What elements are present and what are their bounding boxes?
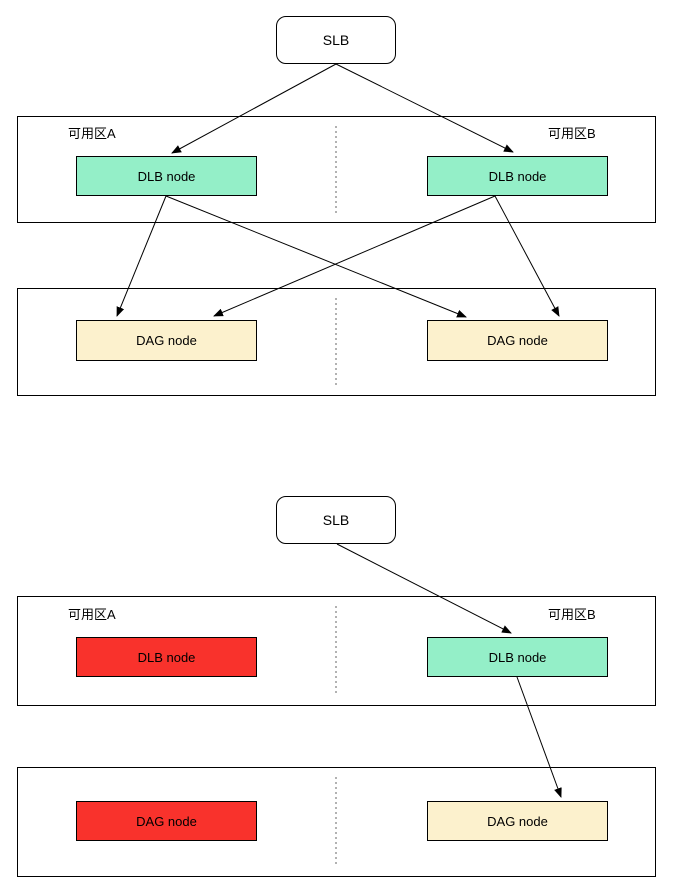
- zone-row-dlb-diagram2: [17, 596, 656, 706]
- dag-node-b-diagram2: DAG node: [427, 801, 608, 841]
- zone-row-dag-diagram2: [17, 767, 656, 877]
- dlb-node-b-diagram1: DLB node: [427, 156, 608, 196]
- dlb-node-a-diagram2: DLB node: [76, 637, 257, 677]
- dag-node-b-diagram1: DAG node: [427, 320, 608, 361]
- zone-a-label-dlb-diagram2: 可用区A: [68, 607, 116, 622]
- zone-a-label-dlb-diagram1: 可用区A: [68, 126, 116, 141]
- zone-b-label-dlb-diagram2: 可用区B: [548, 607, 596, 622]
- dlb-node-a-diagram1: DLB node: [76, 156, 257, 196]
- dag-node-a-diagram2: DAG node: [76, 801, 257, 841]
- slb-box-diagram1: SLB: [276, 16, 396, 64]
- dlb-node-b-diagram2: DLB node: [427, 637, 608, 677]
- dag-node-a-diagram1: DAG node: [76, 320, 257, 361]
- slb-box-diagram2: SLB: [276, 496, 396, 544]
- zone-b-label-dlb-diagram1: 可用区B: [548, 126, 596, 141]
